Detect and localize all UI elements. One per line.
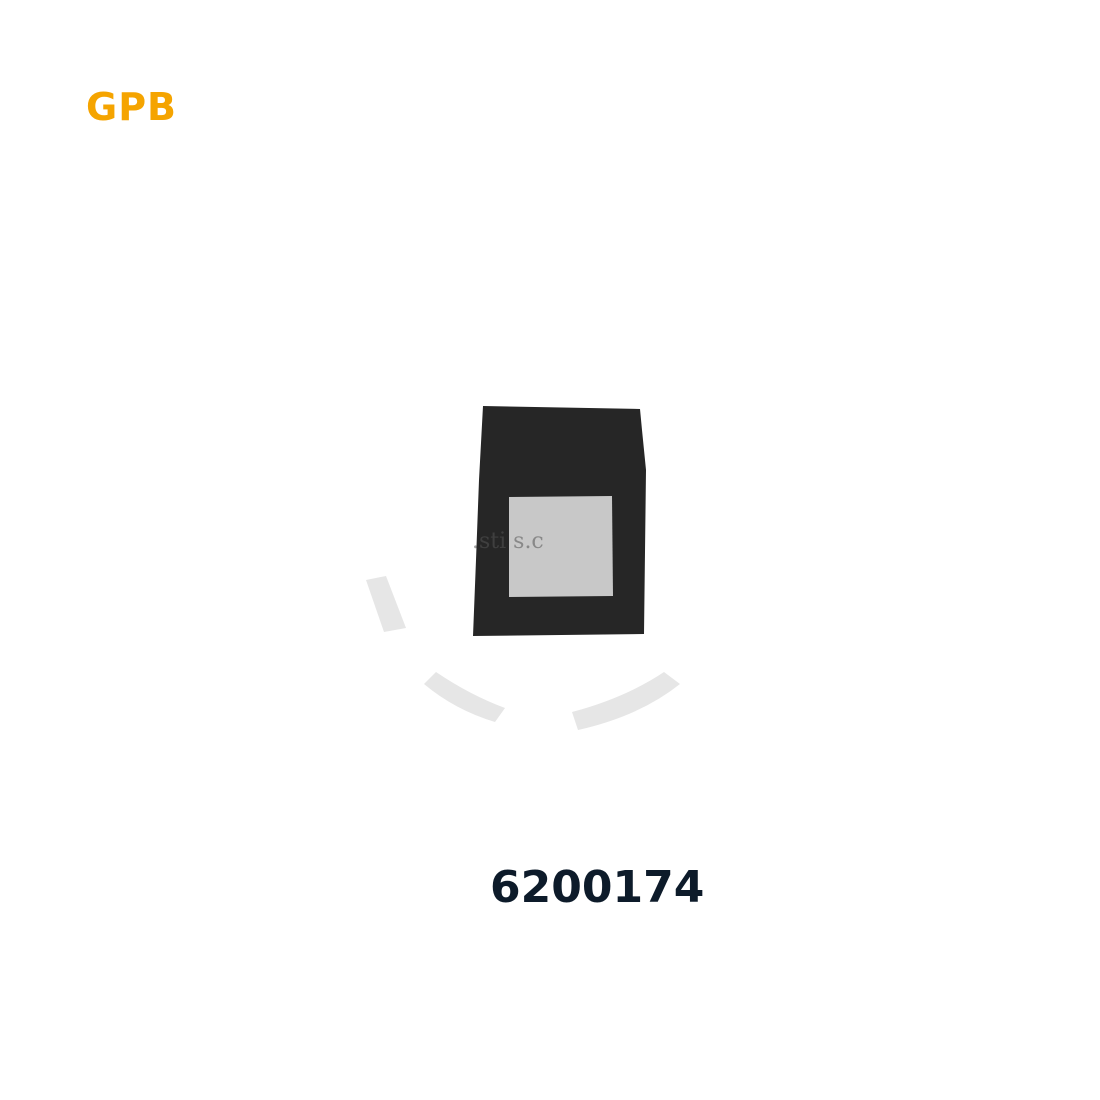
part-number: 6200174 <box>490 862 705 913</box>
watermark-text: .sti s.c <box>472 529 544 554</box>
gasket-cutout <box>509 496 613 597</box>
watermark-arc-bottom-left <box>424 672 505 722</box>
product-image: .sti s.c <box>366 406 680 730</box>
watermark-arc-bottom-right <box>572 672 680 730</box>
watermark-arc-left <box>366 576 406 632</box>
brand-logo: GPB <box>86 85 178 129</box>
